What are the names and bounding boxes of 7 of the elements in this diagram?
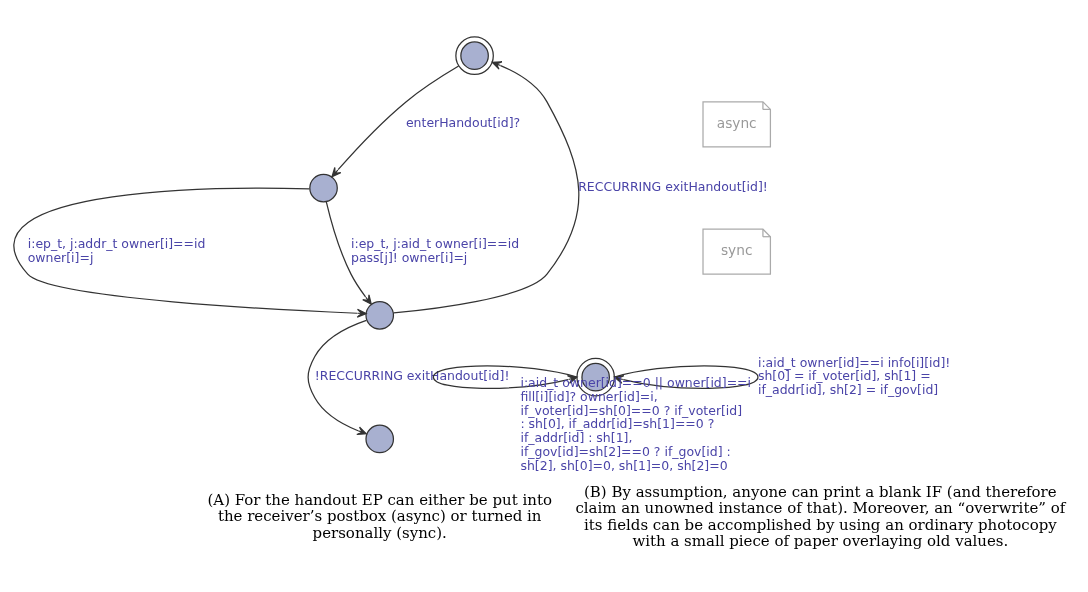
label: (B) By assumption, anyone can print a blank IF (and therefore claim an unowned instance of that). Moreover, an “overwrite” of its fields can be accomplished by using an ordinary photocopy with a small piece of paper overlaying old values. — [575, 483, 1066, 550]
edge-label: i:aid_t owner[id]==i info[i][id]! sh[0] = if_voter[id], sh[1] = if_addr[id], sh[2] = if_gov[id] — [757, 354, 951, 397]
label: (A) For the handout EP can either be put into the receiver’s postbox (async) or turned in personally (sync). — [207, 491, 552, 542]
edge-label: i:ep_t, j:aid_t owner[i]==id pass[j]! owner[i]=j — [351, 235, 520, 265]
edge-label: enterHandout[id]? — [405, 115, 521, 131]
edge-label: i:ep_t, j:addr_t owner[i]==id owner[i]=j — [27, 235, 206, 265]
edge-label: RECCURRING exitHandout[id]! — [578, 179, 768, 195]
